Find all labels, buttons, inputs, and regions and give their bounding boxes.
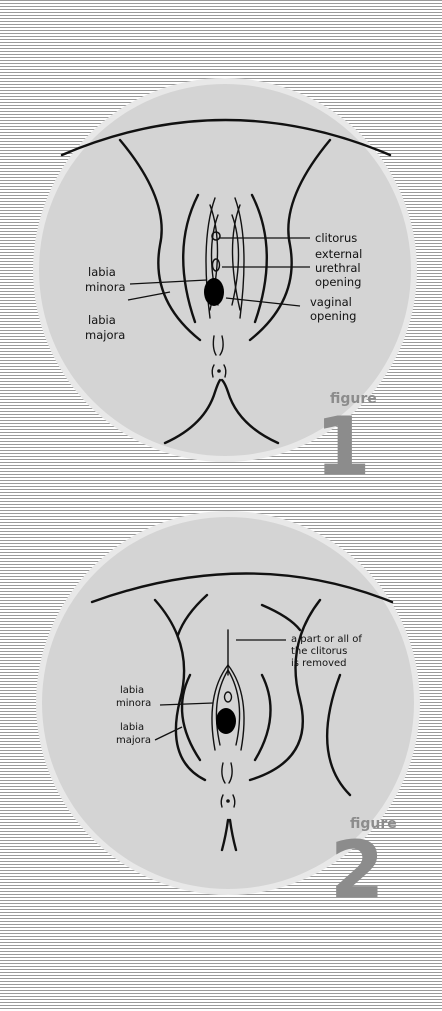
label-majora-1: labia: [88, 313, 116, 327]
label-removed-1: a part or all of: [291, 634, 362, 645]
label-external-1: external: [315, 247, 362, 261]
label-external-2: urethral: [315, 261, 361, 275]
label-clitorus: clitorus: [315, 231, 357, 245]
label-majora-2: majora: [85, 328, 125, 342]
anus-dot: [226, 799, 230, 803]
label-removed-2: the clitorus: [291, 646, 347, 657]
vaginal-opening-mark: [204, 278, 224, 306]
label-minora-2: minora: [85, 280, 126, 294]
label-minora-2: minora: [116, 698, 151, 709]
label-majora-1: labia: [120, 722, 144, 733]
figure-2-diagram: a part or all of the clitorus is removed…: [0, 505, 442, 925]
figure-2-number: 2: [330, 826, 384, 916]
label-minora-1: labia: [120, 685, 144, 696]
figure-1-diagram: clitorus external urethral opening vagin…: [0, 0, 442, 500]
label-vaginal-2: opening: [310, 309, 356, 323]
label-majora-2: majora: [116, 735, 151, 746]
figure-2-panel: a part or all of the clitorus is removed…: [0, 505, 442, 925]
label-removed-3: is removed: [291, 658, 347, 669]
vaginal-opening-mark: [216, 708, 236, 734]
label-minora-1: labia: [88, 265, 116, 279]
figure-1-panel: clitorus external urethral opening vagin…: [0, 0, 442, 500]
label-external-3: opening: [315, 275, 361, 289]
label-vaginal-1: vaginal: [310, 295, 352, 309]
figure-1-number: 1: [315, 400, 371, 493]
anus-dot: [217, 369, 221, 373]
